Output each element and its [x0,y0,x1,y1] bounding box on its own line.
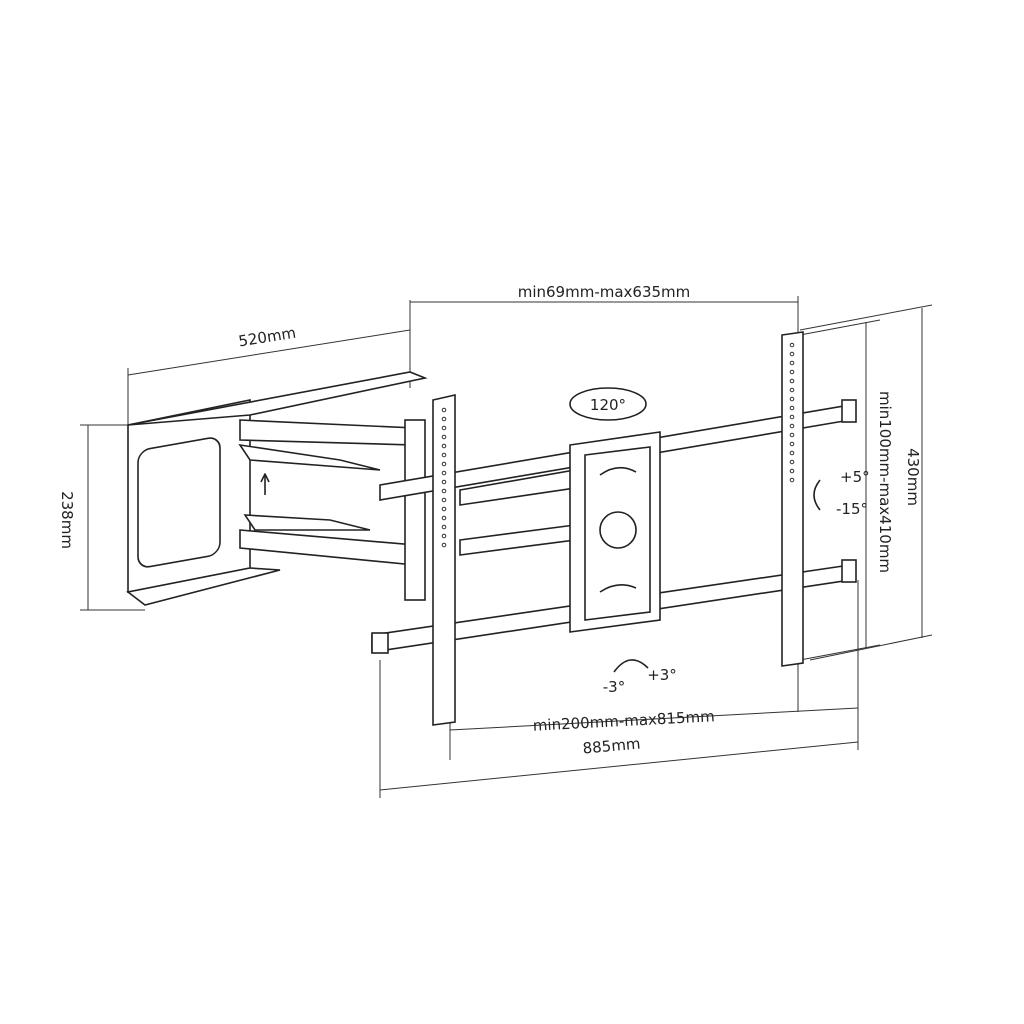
rotation-arrows [569,387,821,673]
extension-label: min69mm-max635mm [518,283,691,301]
depth-label: 520mm [237,324,297,351]
tilt-down-label: -15° [836,500,868,518]
bracket-hole [441,542,447,548]
bracket-hole [789,432,795,438]
bracket-hole [441,434,447,440]
level-minus-label: -3° [603,678,625,696]
wall-plate [126,371,428,606]
bracket-hole [441,407,447,413]
bracket-hole [441,452,447,458]
bracket-hole [441,515,447,521]
vertical-vesa-label: min100mm-max410mm [876,391,894,573]
bracket-hole [789,441,795,447]
bracket-hole [789,405,795,411]
bracket-hole [789,450,795,456]
bracket-hole [789,459,795,465]
bracket-hole [789,360,795,366]
bracket-hole [441,497,447,503]
bracket-hole [789,387,795,393]
bracket-hole [789,351,795,357]
bracket-hole [441,479,447,485]
bracket-hole [789,414,795,420]
bracket-hole [789,342,795,348]
bracket-hole [789,468,795,474]
bracket-hole [441,443,447,449]
bracket-hole [789,396,795,402]
rail-height-label: 430mm [904,448,922,506]
total-width-label: 885mm [582,735,641,758]
bracket-hole [441,506,447,512]
bracket-hole [441,524,447,530]
dimension-lines [80,296,933,798]
bracket-hole [441,416,447,422]
bracket-hole [441,488,447,494]
bracket-hole [789,477,795,483]
level-plus-label: +3° [647,666,677,684]
bracket-hole [789,378,795,384]
bracket-hole [789,369,795,375]
articulating-arms [238,419,576,601]
horizontal-vesa-label: min200mm-max815mm [532,707,715,735]
wall-plate-height-label: 238mm [58,491,76,549]
bracket-hole [441,425,447,431]
vertical-brackets [432,331,804,726]
bracket-hole [441,533,447,539]
tilt-up-label: +5° [840,468,870,486]
bracket-hole [441,470,447,476]
bracket-hole [441,461,447,467]
center-plate [569,431,661,633]
bracket-hole [789,423,795,429]
swivel-label: 120° [590,396,626,414]
